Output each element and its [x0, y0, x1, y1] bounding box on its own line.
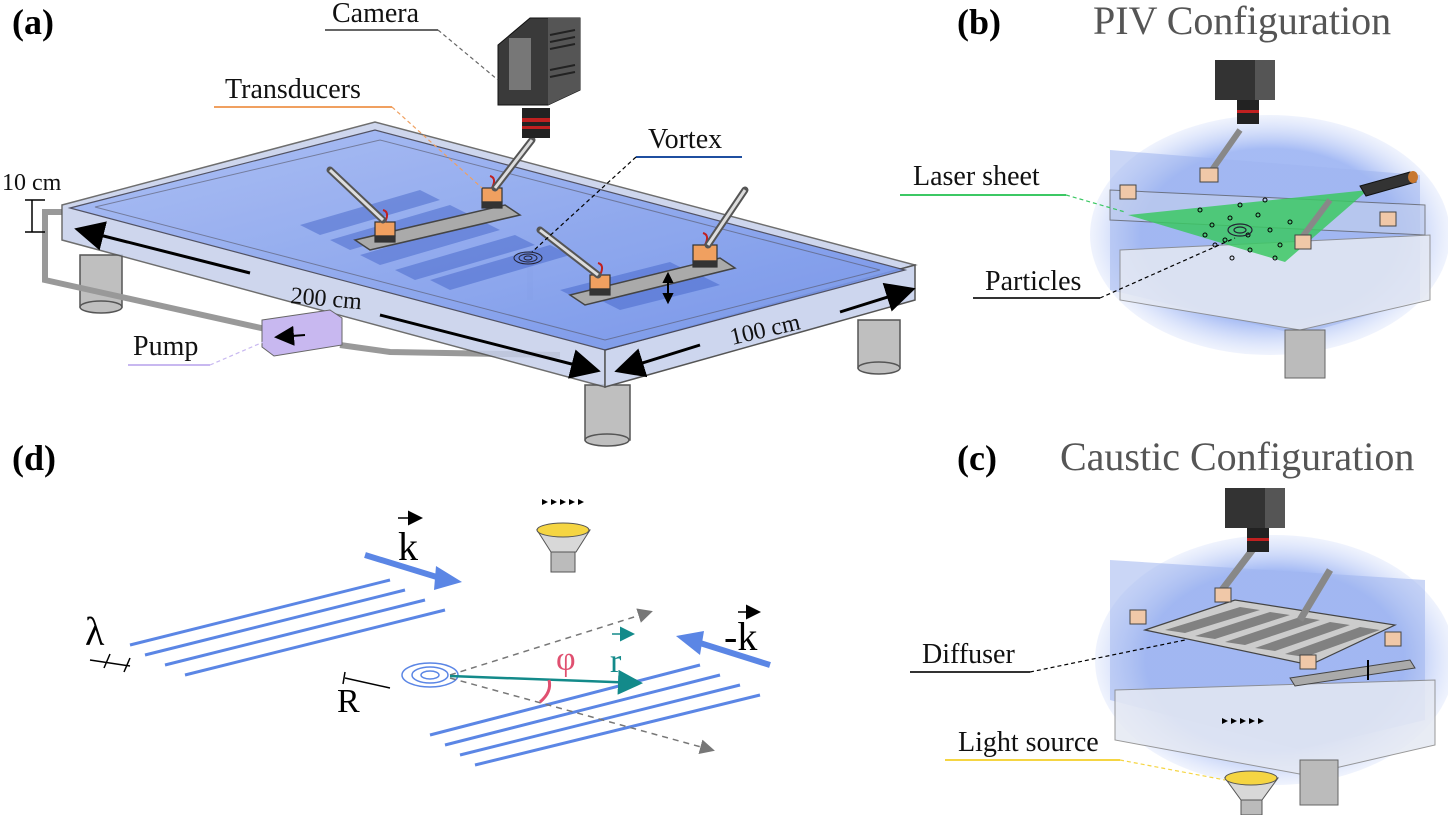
- panel-b-title: PIV Configuration: [1093, 0, 1391, 43]
- caustic-stripes: [1165, 607, 1380, 657]
- pump-icon: [261, 309, 343, 357]
- minus-k-label: -k: [724, 614, 757, 659]
- laser-icon: [1359, 171, 1418, 197]
- camera-icon: [497, 17, 581, 138]
- panel-a: (a): [2, 0, 918, 447]
- transducer-icon: [1119, 167, 1397, 250]
- camera-icon: [1215, 60, 1275, 124]
- panel-b-letter: (b): [957, 2, 1001, 42]
- panel-b: (b) PIV Configuration: [900, 0, 1448, 379]
- counter-waves: [429, 663, 761, 767]
- light-source-icon: [1222, 718, 1279, 815]
- transducer-icon: [1129, 587, 1402, 670]
- light-label: Light source: [958, 727, 1099, 758]
- depth-label: 10 cm: [2, 170, 62, 196]
- lambda-label: λ: [85, 609, 105, 654]
- plate-motion-arrow: [662, 271, 674, 305]
- k-arrow: [364, 552, 462, 590]
- incident-waves: [129, 578, 446, 677]
- transducer-plate-left: [353, 204, 522, 251]
- panel-c-letter: (c): [957, 438, 997, 478]
- laser-label: Laser sheet: [913, 161, 1040, 192]
- panel-c: (c) Caustic Configuration: [910, 434, 1448, 815]
- vortex-label: Vortex: [648, 124, 722, 155]
- pump-label: Pump: [133, 331, 198, 362]
- k-label: k: [398, 524, 418, 569]
- dimension-arrows: [74, 221, 916, 379]
- panel-d: (d) k -k λ: [12, 438, 771, 767]
- panel-a-letter: (a): [12, 2, 54, 42]
- vortex-icon: [1227, 223, 1253, 237]
- transducer-plate-right: [568, 257, 737, 306]
- r-vector: [449, 669, 643, 695]
- water-surface: [67, 129, 908, 351]
- length-label: 200 cm: [289, 283, 363, 315]
- particles: [1197, 197, 1293, 261]
- diffuser-label: Diffuser: [922, 639, 1015, 670]
- transducer-icon: [374, 175, 718, 296]
- r-label: r: [610, 643, 622, 680]
- camera-icon: [1225, 488, 1285, 552]
- vortex-icon: [401, 662, 459, 688]
- light-source-icon: [536, 499, 591, 573]
- panel-d-letter: (d): [12, 438, 56, 478]
- depth-marker: [25, 199, 45, 233]
- transducers-label: Transducers: [225, 74, 361, 105]
- vortex-icon: [513, 251, 543, 265]
- minus-k-arrow: [676, 631, 771, 668]
- camera-label: Camera: [332, 0, 420, 29]
- R-label: R: [337, 683, 360, 720]
- phi-label: φ: [556, 641, 576, 678]
- panel-c-title: Caustic Configuration: [1060, 434, 1414, 479]
- particles-label: Particles: [985, 266, 1081, 297]
- phi-arc: [539, 679, 552, 704]
